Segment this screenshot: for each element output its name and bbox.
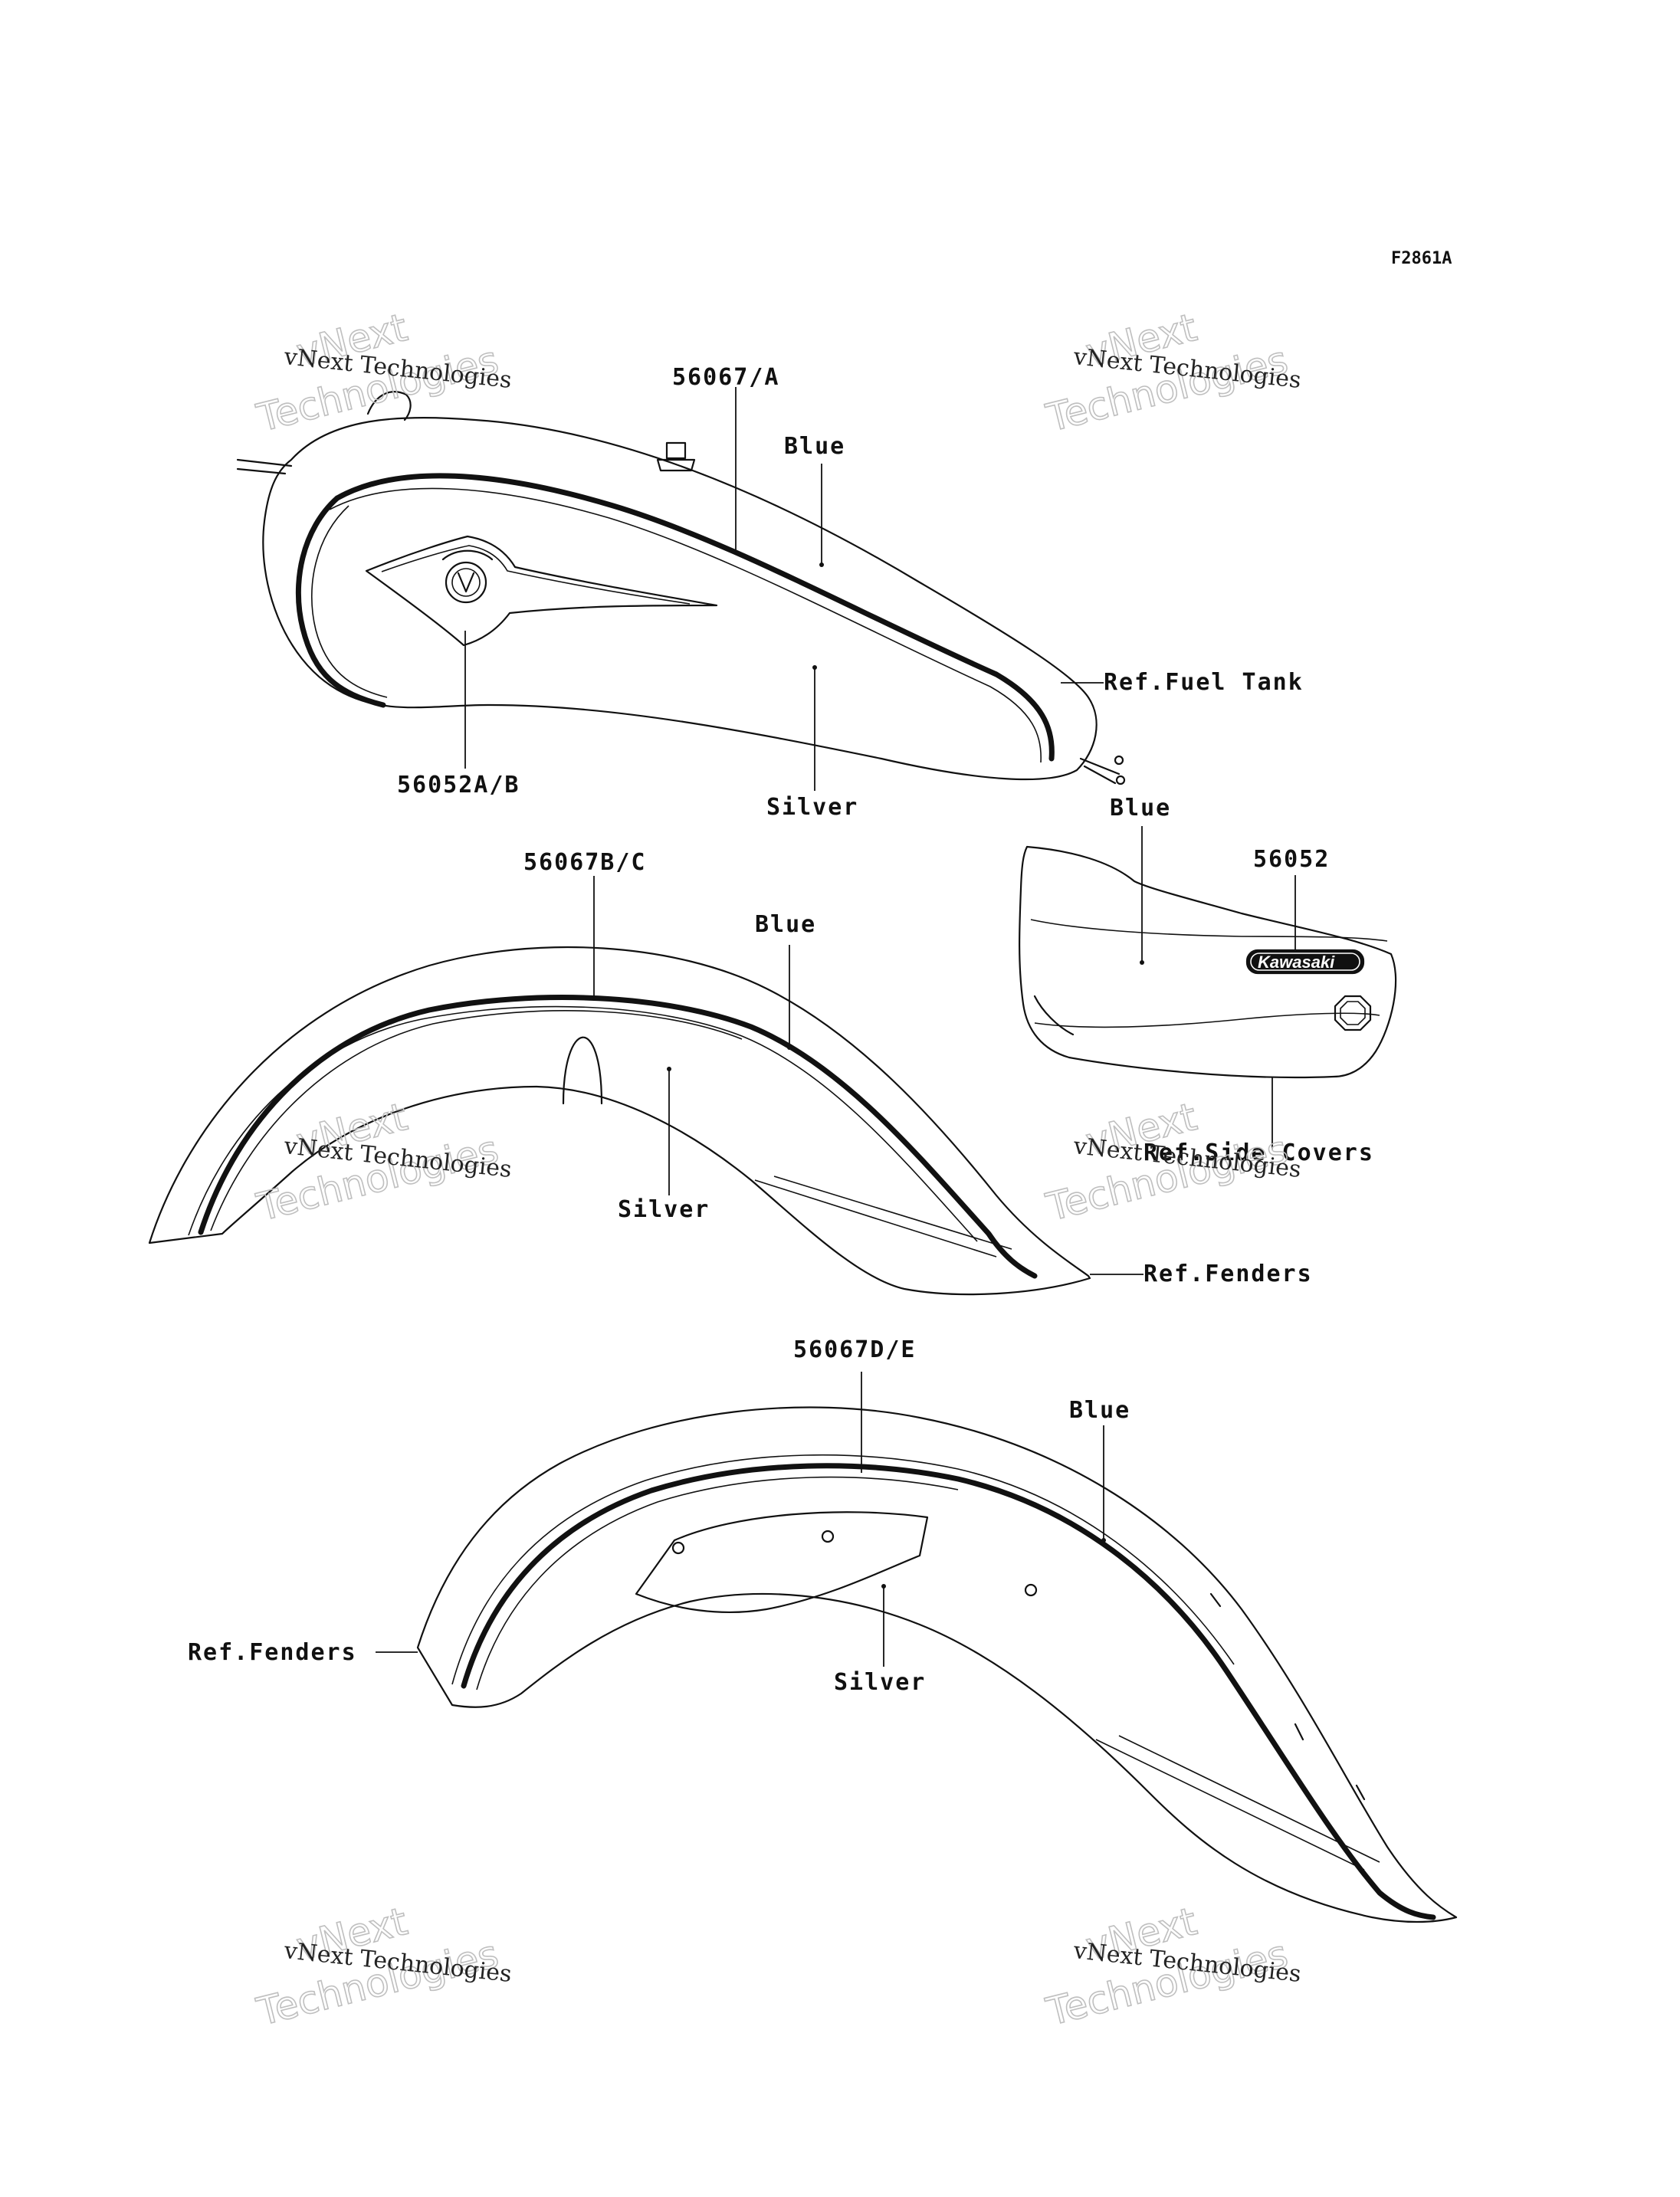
front-fender-drawing (148, 946, 1091, 1296)
tank-emblem (365, 535, 718, 647)
tank-emblem-part-number: 56052A/B (397, 772, 520, 798)
cover-blue-label: Blue (1110, 795, 1171, 821)
front-silver-label: Silver (618, 1196, 710, 1223)
cover-ref-label: Ref.Side Covers (1144, 1139, 1374, 1166)
cover-part-number: 56052 (1253, 846, 1330, 873)
tank-part-number: 56067/A (672, 364, 779, 391)
tank-ref-label: Ref.Fuel Tank (1104, 669, 1304, 696)
rear-part-number: 56067D/E (793, 1336, 917, 1363)
figure-code: F2861A (1391, 249, 1452, 268)
front-blue-label: Blue (755, 911, 816, 938)
rear-blue-label: Blue (1069, 1397, 1130, 1424)
tank-silver-label: Silver (766, 794, 858, 821)
rear-fender-drawing (416, 1406, 1458, 1923)
side-cover-logo: Kawasaki (1258, 953, 1335, 972)
rear-ref-label: Ref.Fenders (188, 1639, 357, 1666)
front-part-number: 56067B/C (523, 849, 647, 876)
tank-blue-label: Blue (784, 433, 845, 460)
front-ref-label: Ref.Fenders (1144, 1261, 1313, 1287)
fuel-tank-drawing (236, 391, 1126, 785)
rear-silver-label: Silver (834, 1669, 926, 1696)
side-cover-drawing: Kawasaki (1019, 845, 1397, 1079)
